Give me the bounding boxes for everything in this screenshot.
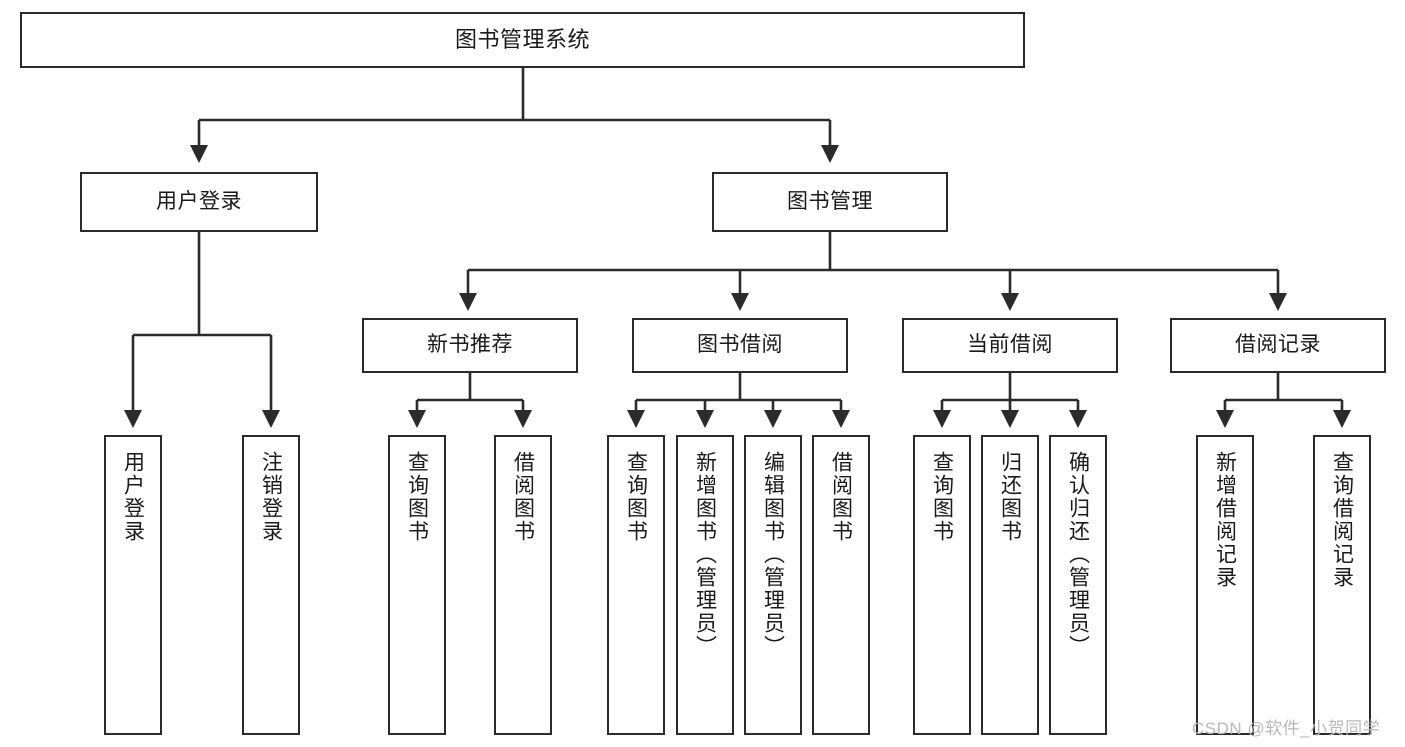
node-leaf-logout-login[interactable]: 注销登录	[242, 435, 300, 735]
node-label: 借阅记录	[1235, 333, 1321, 357]
node-label: 用户登录	[156, 189, 242, 213]
node-book-borrow[interactable]: 图书借阅	[632, 318, 848, 373]
node-leaf-add-borrow-record[interactable]: 新增借阅记录	[1196, 435, 1254, 735]
node-label: 查询图书	[405, 451, 429, 543]
node-leaf-add-book[interactable]: 新增图书（管理员）	[676, 435, 734, 735]
node-book-manage[interactable]: 图书管理	[712, 172, 948, 232]
node-label: 确认归还（管理员）	[1066, 451, 1090, 658]
node-borrow-record[interactable]: 借阅记录	[1170, 318, 1386, 373]
node-label: 新书推荐	[427, 333, 513, 357]
node-leaf-query-borrow-record[interactable]: 查询借阅记录	[1313, 435, 1371, 735]
node-leaf-query-book-2[interactable]: 查询图书	[607, 435, 665, 735]
node-label: 注销登录	[259, 451, 283, 543]
node-label: 新增借阅记录	[1213, 451, 1237, 589]
node-leaf-confirm-return[interactable]: 确认归还（管理员）	[1049, 435, 1107, 735]
node-leaf-user-login[interactable]: 用户登录	[104, 435, 162, 735]
node-current-borrow[interactable]: 当前借阅	[902, 318, 1118, 373]
node-label: 当前借阅	[967, 333, 1053, 357]
node-label: 用户登录	[121, 451, 145, 543]
node-root-system[interactable]: 图书管理系统	[20, 12, 1025, 68]
csdn-watermark: CSDN @软件_小贺同学	[1192, 719, 1381, 738]
node-label: 图书管理系统	[454, 27, 590, 53]
node-user-login[interactable]: 用户登录	[80, 172, 318, 232]
node-label: 查询图书	[930, 451, 954, 543]
node-label: 图书管理	[787, 189, 873, 213]
node-label: 图书借阅	[697, 333, 783, 357]
node-leaf-edit-book[interactable]: 编辑图书（管理员）	[744, 435, 802, 735]
node-label: 编辑图书（管理员）	[761, 451, 785, 658]
node-label: 新增图书（管理员）	[693, 451, 717, 658]
node-leaf-query-book-1[interactable]: 查询图书	[388, 435, 446, 735]
node-label: 归还图书	[998, 451, 1022, 543]
node-leaf-borrow-book-2[interactable]: 借阅图书	[812, 435, 870, 735]
node-leaf-return-book[interactable]: 归还图书	[981, 435, 1039, 735]
node-label: 查询图书	[624, 451, 648, 543]
node-label: 借阅图书	[829, 451, 853, 543]
node-label: 借阅图书	[511, 451, 535, 543]
node-leaf-query-book-3[interactable]: 查询图书	[913, 435, 971, 735]
node-new-book-recommend[interactable]: 新书推荐	[362, 318, 578, 373]
node-leaf-borrow-book-1[interactable]: 借阅图书	[494, 435, 552, 735]
node-label: 查询借阅记录	[1330, 451, 1354, 589]
